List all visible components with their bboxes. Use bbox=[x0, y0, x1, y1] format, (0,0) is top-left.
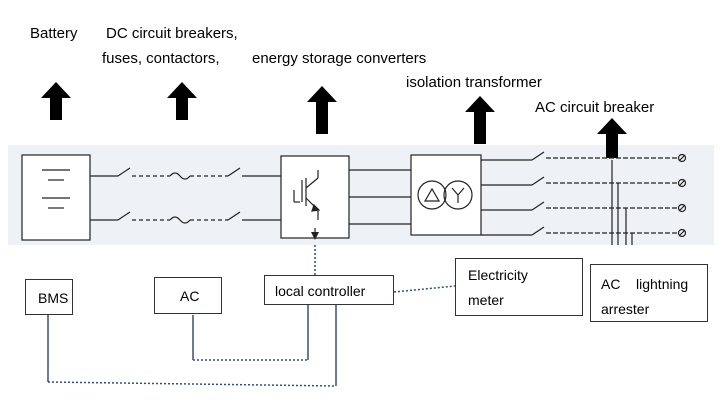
electricity-meter-box: Electricity meter bbox=[455, 258, 583, 316]
ac-breaker-arrow bbox=[597, 118, 627, 158]
label-dc-breakers-1: DC circuit breakers, bbox=[106, 25, 238, 42]
ac-wiring-2 bbox=[481, 151, 687, 245]
converter-arrow bbox=[307, 86, 337, 134]
label-dc-breakers-2: fuses, contactors, bbox=[102, 50, 220, 67]
ac-lightning-arrester-box: AC lightning arrester bbox=[590, 264, 708, 322]
label-converters: energy storage converters bbox=[252, 50, 427, 67]
controller-to-meter bbox=[393, 285, 456, 293]
label-transformer: isolation transformer bbox=[406, 74, 542, 91]
label-battery: Battery bbox=[30, 25, 78, 42]
label-ac-breaker: AC circuit breaker bbox=[535, 99, 655, 116]
bms-label: BMS bbox=[38, 290, 69, 306]
bms-link bbox=[47, 381, 337, 387]
transformer-arrow bbox=[465, 96, 495, 144]
bms-box: BMS bbox=[25, 279, 73, 315]
local-controller-label: local controller bbox=[275, 283, 366, 299]
arrester-label-line1: AC lightning bbox=[601, 276, 689, 292]
converter-output-marker bbox=[311, 232, 319, 240]
battery-arrow bbox=[41, 82, 71, 120]
arrows bbox=[41, 82, 627, 158]
ac-box: AC bbox=[154, 277, 222, 314]
converter-symbol bbox=[280, 155, 350, 239]
dc-wiring bbox=[90, 167, 281, 224]
meter-label-line1: Electricity bbox=[468, 267, 528, 283]
battery-symbol bbox=[21, 154, 91, 241]
transformer-symbol bbox=[410, 154, 482, 236]
ac-label: AC bbox=[180, 288, 200, 304]
arrester-label-line2: arrester bbox=[601, 301, 650, 317]
ac-wiring-1 bbox=[349, 169, 411, 225]
dc-breaker-arrow bbox=[167, 82, 197, 120]
meter-label-line2: meter bbox=[468, 292, 504, 308]
control-connections bbox=[47, 245, 456, 387]
local-controller-box: local controller bbox=[264, 275, 394, 305]
diagram-band bbox=[8, 145, 714, 245]
